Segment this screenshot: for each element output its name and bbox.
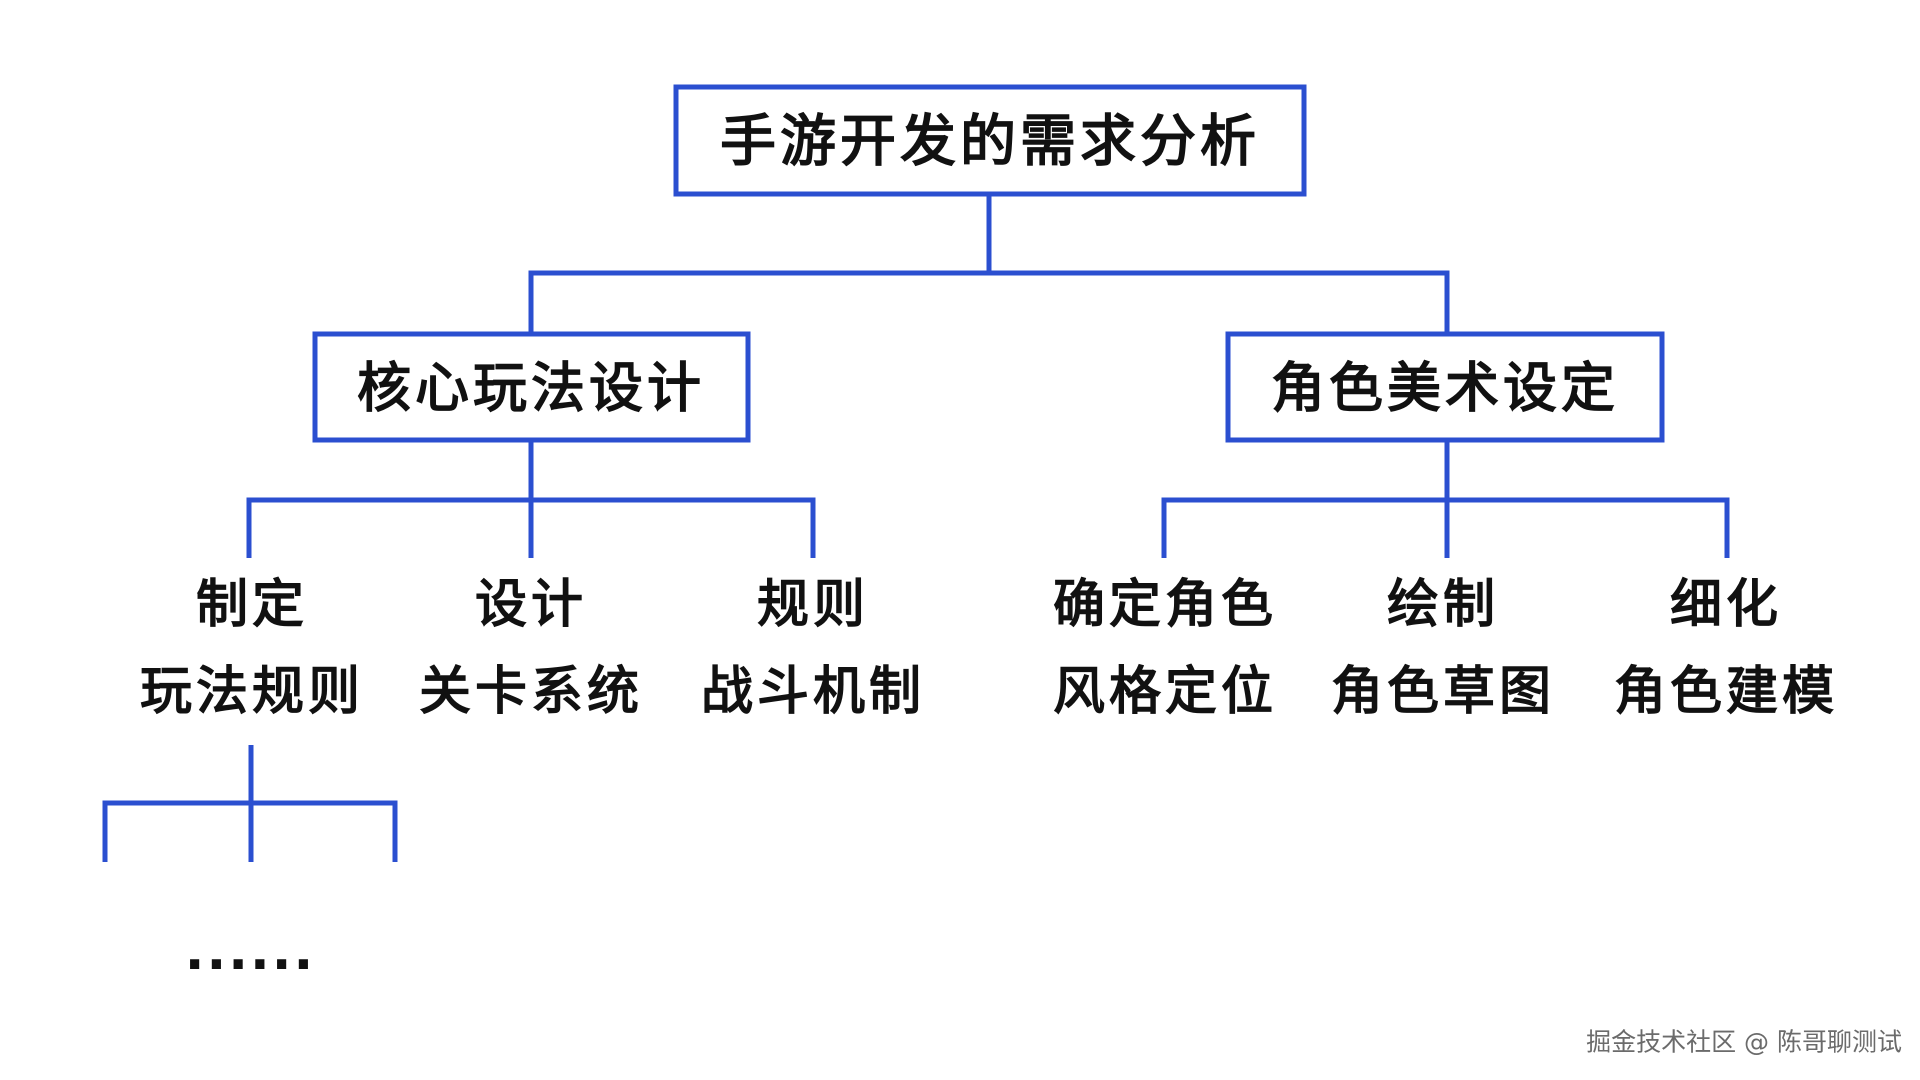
branch-node-left: 核心玩法设计 xyxy=(312,331,751,443)
branch-box-right xyxy=(1225,331,1665,443)
leaf-label-line2: 战斗机制 xyxy=(701,662,925,722)
leaf-label-line1: 制定 xyxy=(196,575,308,635)
leaf-label-line1: 绘制 xyxy=(1387,575,1499,635)
leaf-label-line2: 角色草图 xyxy=(1331,662,1555,722)
leaf-label-line1: 设计 xyxy=(475,575,587,635)
leaf-label-line1: 细化 xyxy=(1670,575,1782,635)
leaf-label-line2: 玩法规则 xyxy=(140,662,364,722)
continuation-ellipsis: ...... xyxy=(185,922,316,982)
branch-label-right: 角色美术设定 xyxy=(1271,357,1619,420)
leaf-node: 绘制 角色草图 xyxy=(1331,575,1555,722)
branch-label-left: 核心玩法设计 xyxy=(357,357,705,420)
root-branch-bar xyxy=(528,270,1450,334)
leaf-label-line2: 风格定位 xyxy=(1053,662,1277,722)
leaf-node: 规则 战斗机制 xyxy=(701,575,925,722)
leaf-node: 制定 玩法规则 xyxy=(140,575,364,722)
root-label: 手游开发的需求分析 xyxy=(720,110,1260,175)
connectors xyxy=(102,195,1730,862)
leaf-label-line1: 规则 xyxy=(757,575,869,635)
leaf-label-line2: 角色建模 xyxy=(1614,662,1838,722)
leaf-node: 细化 角色建模 xyxy=(1614,575,1838,722)
branch-box-left xyxy=(312,331,751,443)
leaf-node: 确定角色 风格定位 xyxy=(1053,575,1277,722)
leaf-node: 设计 关卡系统 xyxy=(419,575,643,722)
root-node: 手游开发的需求分析 xyxy=(673,84,1307,197)
leaf-label-line2: 关卡系统 xyxy=(419,662,643,722)
branch-node-right: 角色美术设定 xyxy=(1225,331,1665,443)
watermark: 掘金技术社区 @ 陈哥聊测试 xyxy=(1586,1028,1902,1057)
root-box xyxy=(673,84,1307,197)
leaf-label-line1: 确定角色 xyxy=(1053,575,1277,635)
